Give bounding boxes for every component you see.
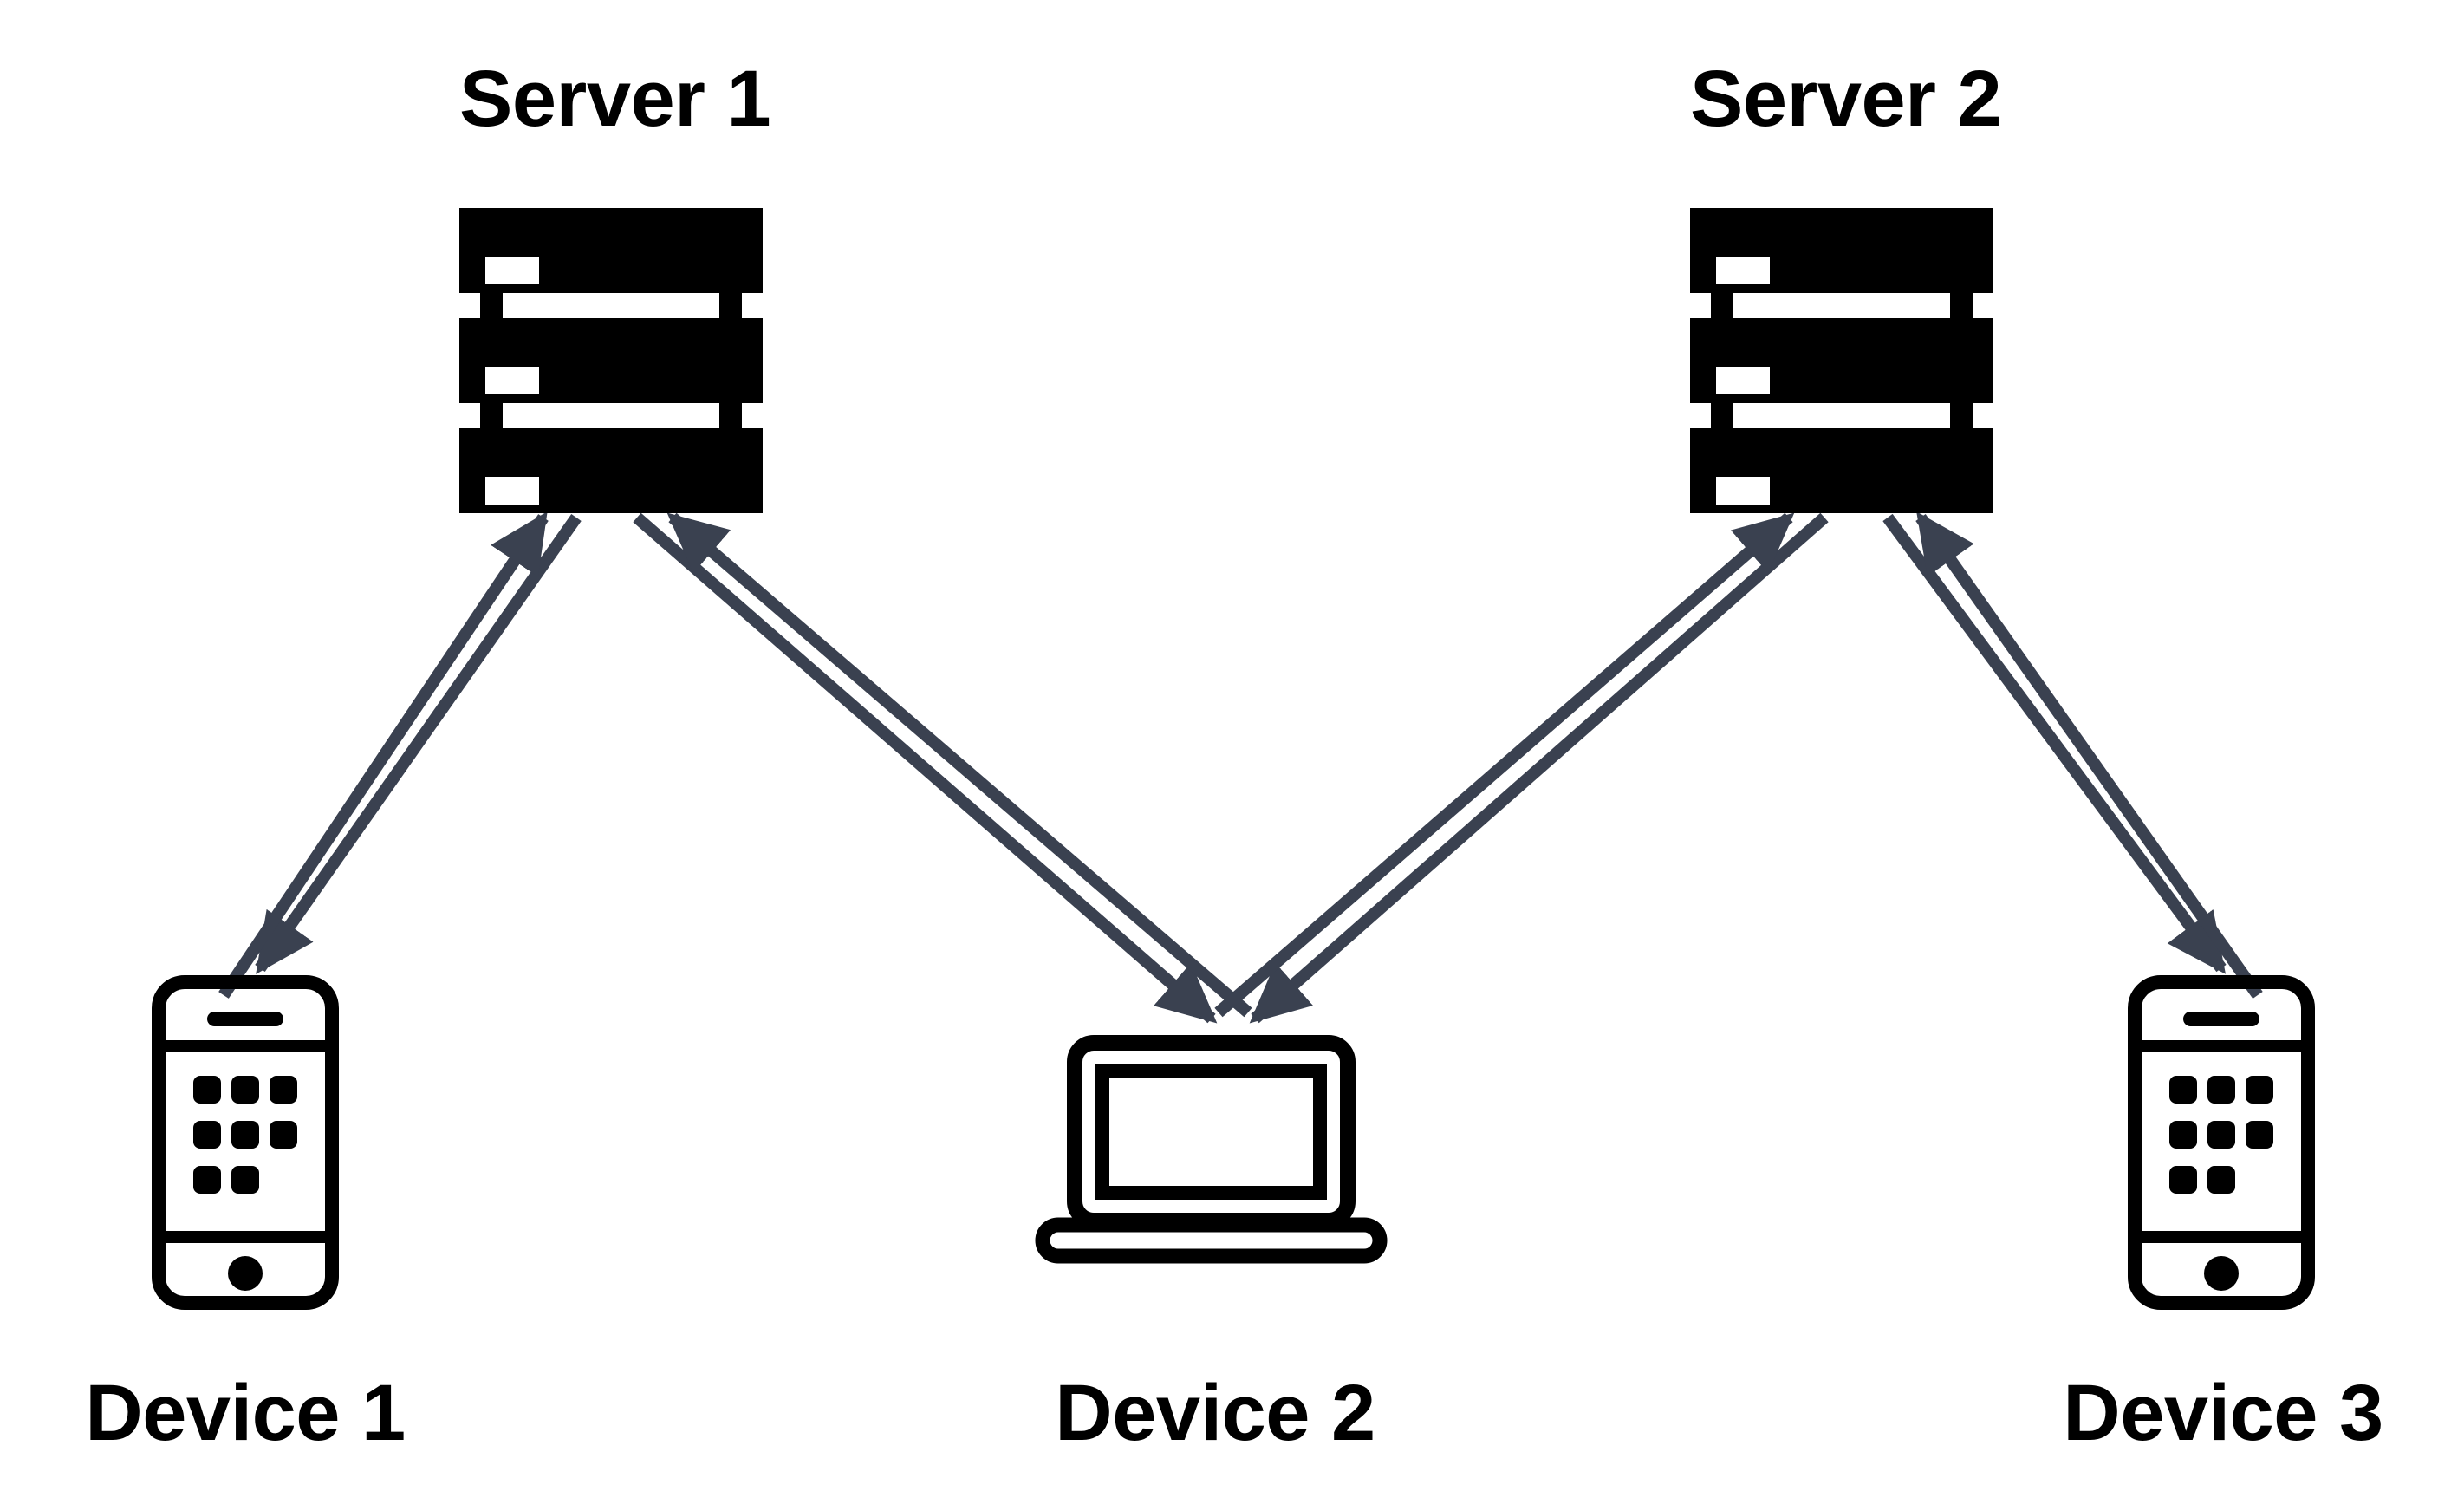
device2-node[interactable] bbox=[1035, 1035, 1388, 1264]
edge-server1-device1[interactable] bbox=[218, 511, 582, 999]
device3-node[interactable] bbox=[2128, 975, 2315, 1310]
device3-label: Device 3 bbox=[2063, 1369, 2383, 1457]
server1-node[interactable] bbox=[459, 208, 763, 513]
device1-label: Device 1 bbox=[85, 1369, 406, 1457]
edge-server2-device3[interactable] bbox=[1882, 511, 2263, 999]
server-rack-icon bbox=[459, 208, 763, 513]
server1-label: Server 1 bbox=[459, 55, 771, 143]
edge-server1-device2[interactable] bbox=[633, 512, 1252, 1024]
device1-node[interactable] bbox=[152, 975, 339, 1310]
server2-node[interactable] bbox=[1690, 208, 1993, 513]
server-rack-icon bbox=[1690, 208, 1993, 513]
server2-label: Server 2 bbox=[1690, 55, 2002, 143]
laptop-icon bbox=[1035, 1035, 1388, 1264]
mobile-phone-icon bbox=[2128, 975, 2315, 1310]
device2-label: Device 2 bbox=[1055, 1369, 1375, 1457]
mobile-phone-icon bbox=[152, 975, 339, 1310]
edge-server2-device2[interactable] bbox=[1214, 512, 1829, 1024]
